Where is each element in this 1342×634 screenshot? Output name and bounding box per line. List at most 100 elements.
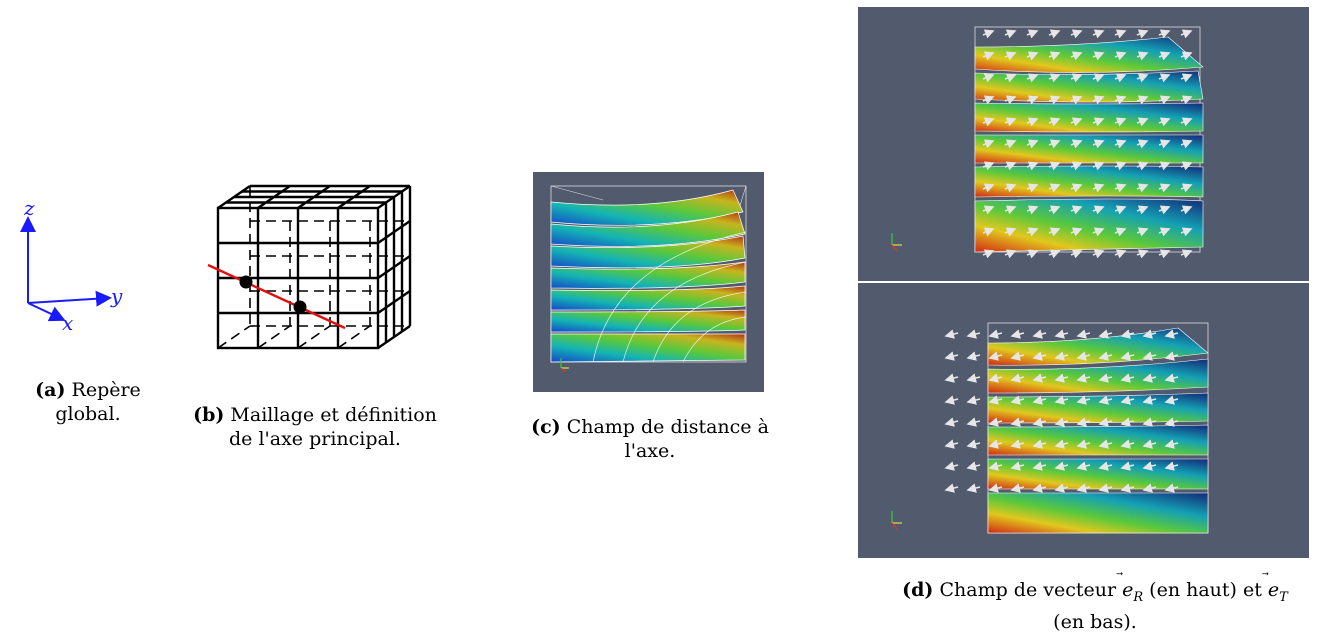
- vector-arrow: [1054, 351, 1069, 361]
- vector-arrow: [944, 461, 959, 471]
- vector-arrow: [1136, 51, 1149, 61]
- vector-arrow: [982, 205, 995, 215]
- panel-a-global-frame: z y x: [10, 190, 140, 340]
- vector-arrow: [1004, 139, 1017, 149]
- vector-arrow: [1158, 139, 1171, 149]
- caption-b-line1: Maillage et définition: [230, 404, 437, 426]
- vector-arrow: [1026, 161, 1039, 171]
- vector-arrow: [1070, 139, 1083, 149]
- vector-arrow: [982, 249, 995, 259]
- vector-arrow: [1054, 483, 1069, 493]
- vector-arrow: [1076, 329, 1091, 339]
- vector-arrow: [1054, 439, 1069, 449]
- vector-arrow: [1164, 461, 1179, 471]
- vector-arrow: [966, 351, 981, 361]
- vector-arrow: [988, 373, 1003, 383]
- panel-d-top-er-field: [858, 7, 1309, 281]
- vector-arrow: [1158, 29, 1171, 39]
- vector-arrow: [1180, 161, 1193, 171]
- vector-arrow: [1180, 205, 1193, 215]
- vector-arrow: [1180, 249, 1193, 259]
- vector-arrow: [1120, 329, 1135, 339]
- vector-arrow: [988, 417, 1003, 427]
- vector-arrow: [1136, 161, 1149, 171]
- vector-arrow: [1092, 51, 1105, 61]
- vector-arrow: [1142, 373, 1157, 383]
- vector-arrow: [1142, 483, 1157, 493]
- vector-arrow: [1070, 183, 1083, 193]
- caption-d-line2: (en bas).: [1053, 610, 1137, 633]
- caption-a-label: (a): [35, 379, 66, 401]
- caption-d: (d) Champ de vecteur ⃗eR (en haut) et ⃗e…: [860, 578, 1330, 634]
- vector-arrow: [1092, 249, 1105, 259]
- vector-arrow: [1070, 51, 1083, 61]
- vector-arrow: [1114, 249, 1127, 259]
- vector-arrow: [1010, 461, 1025, 471]
- vector-arrow: [1142, 329, 1157, 339]
- vector-arrow: [1158, 161, 1171, 171]
- vector-arrow: [1004, 29, 1017, 39]
- vector-arrow: [1092, 29, 1105, 39]
- vector-arrow: [1180, 139, 1193, 149]
- distance-isosurfaces: [550, 189, 746, 363]
- vector-arrow: [1136, 117, 1149, 127]
- vector-arrow: [1004, 227, 1017, 237]
- vector-arrow: [1114, 29, 1127, 39]
- et-isosurfaces: [987, 327, 1209, 534]
- mesh-grid-diagram: [207, 184, 412, 350]
- vector-arrow: [1092, 95, 1105, 105]
- et-arrow-glyphs: [944, 329, 1179, 493]
- vector-arrow: [944, 483, 959, 493]
- vector-arrow: [1048, 227, 1061, 237]
- et-vector-field-render: [891, 322, 1209, 534]
- caption-d-text2: (en haut) et: [1143, 579, 1268, 601]
- x-axis-label: x: [62, 311, 73, 335]
- vector-arrow: [1054, 395, 1069, 405]
- panel-b-mesh: [200, 180, 430, 355]
- vector-arrow: [1010, 395, 1025, 405]
- vector-arrow: [1120, 461, 1135, 471]
- vector-arrow: [1120, 483, 1135, 493]
- vector-et-symbol: ⃗eT: [1267, 579, 1288, 605]
- vector-arrow: [1136, 95, 1149, 105]
- vector-arrow: [1164, 439, 1179, 449]
- vector-arrow: [1054, 373, 1069, 383]
- vector-arrow: [1164, 351, 1179, 361]
- vector-arrow: [1136, 73, 1149, 83]
- vector-arrow: [1164, 395, 1179, 405]
- vector-arrow: [982, 51, 995, 61]
- vector-arrow: [1032, 417, 1047, 427]
- vector-arrow: [944, 395, 959, 405]
- caption-c: (c) Champ de distance à l'axe.: [490, 415, 810, 463]
- caption-a-line1: Repère: [71, 379, 141, 401]
- vector-arrow: [1070, 249, 1083, 259]
- caption-d-text1: Champ de vecteur: [939, 579, 1123, 601]
- vector-arrow: [1026, 183, 1039, 193]
- vector-arrow: [1098, 329, 1113, 339]
- vector-arrow: [1070, 205, 1083, 215]
- vector-arrow: [1142, 417, 1157, 427]
- vector-arrow: [1164, 329, 1179, 339]
- caption-b-label: (b): [193, 404, 225, 426]
- vector-arrow: [988, 395, 1003, 405]
- vector-arrow: [1114, 183, 1127, 193]
- vector-arrow: [1098, 395, 1113, 405]
- vector-arrow: [1158, 183, 1171, 193]
- vector-arrow: [1026, 117, 1039, 127]
- vector-arrow: [982, 161, 995, 171]
- vector-arrow: [1180, 183, 1193, 193]
- vector-arrow: [1054, 329, 1069, 339]
- caption-c-line1: Champ de distance à: [566, 416, 769, 438]
- vector-arrow: [1048, 139, 1061, 149]
- vector-arrow: [1026, 51, 1039, 61]
- vector-arrow: [1158, 249, 1171, 259]
- vector-arrow: [1076, 351, 1091, 361]
- vector-arrow: [1004, 51, 1017, 61]
- vector-arrow: [1098, 483, 1113, 493]
- vector-arrow: [1120, 395, 1135, 405]
- vector-arrow: [1048, 73, 1061, 83]
- vector-arrow: [1004, 205, 1017, 215]
- vector-arrow: [1048, 249, 1061, 259]
- vector-arrow: [1098, 439, 1113, 449]
- vector-arrow: [944, 351, 959, 361]
